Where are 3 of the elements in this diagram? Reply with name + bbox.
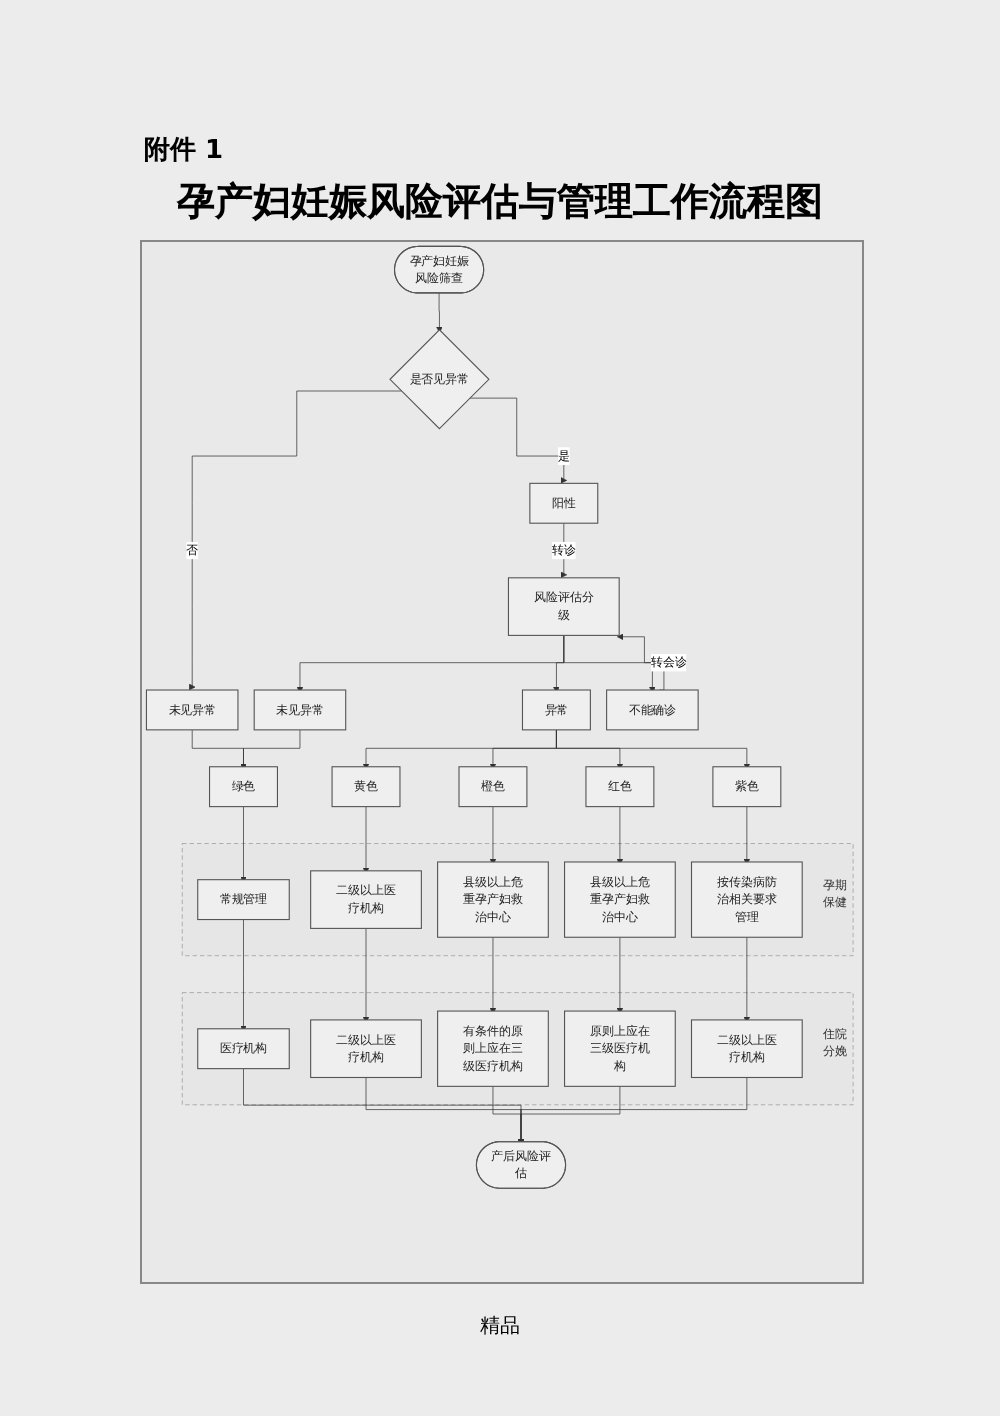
annex-label: 附件 1: [144, 134, 224, 168]
footer-note: 精品: [478, 1313, 522, 1340]
title: 孕产妇妊娠风险评估与管理工作流程图: [174, 178, 825, 228]
